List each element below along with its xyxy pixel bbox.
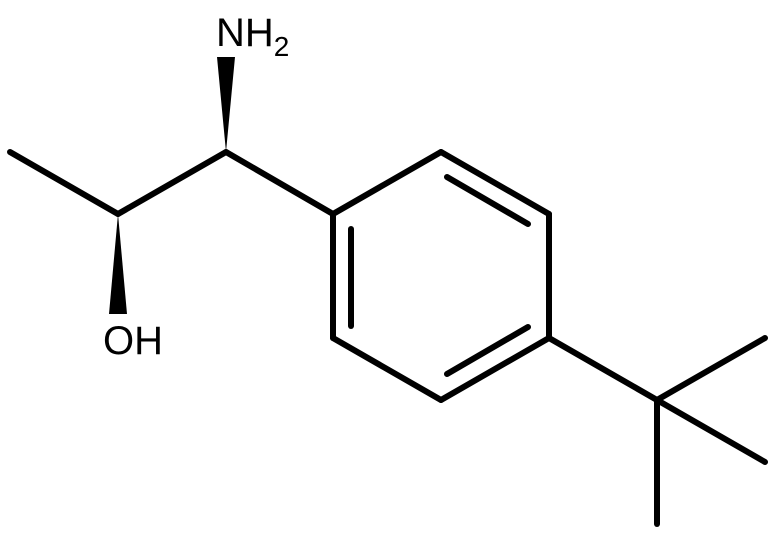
- amine-label: NH2: [216, 11, 289, 62]
- tert-butyl-group: [546, 335, 768, 527]
- methyl-bond: [7, 149, 121, 217]
- wedge-bond-amine: [217, 57, 235, 152]
- hydroxyl-label: OH: [103, 319, 163, 363]
- c1-ring-bond: [223, 149, 336, 217]
- benzene-ring: [330, 149, 552, 403]
- wedge-bond-hydroxyl: [109, 214, 127, 314]
- c2-c1-bond: [115, 149, 229, 217]
